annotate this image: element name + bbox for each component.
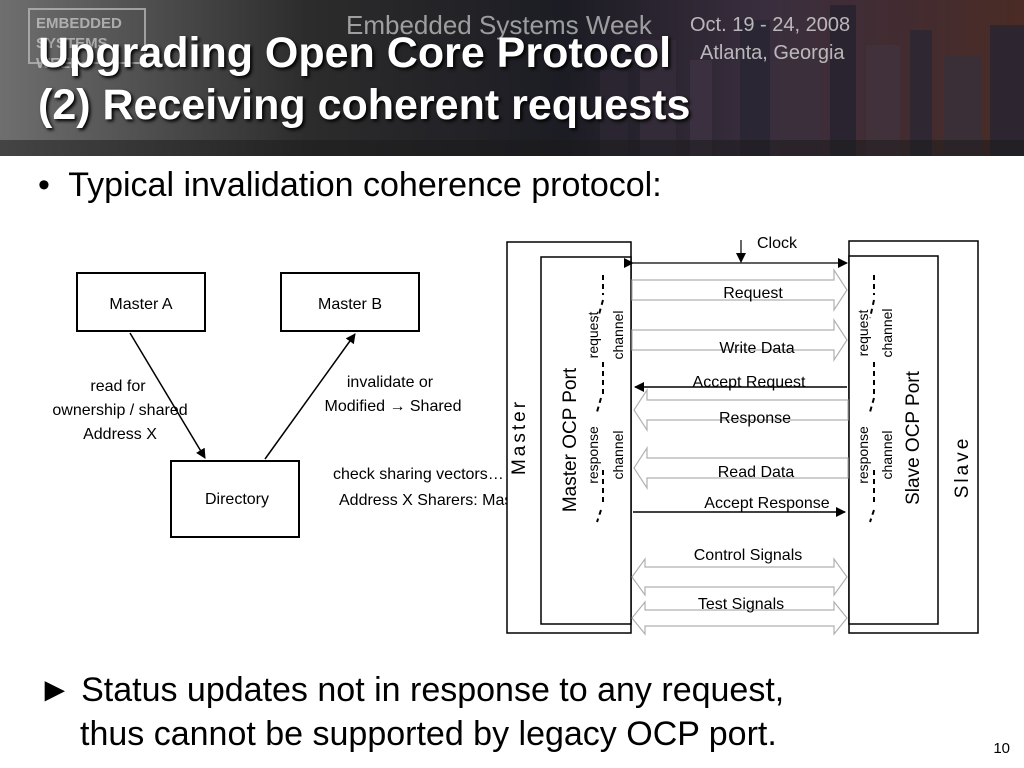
read-data-label: Read Data bbox=[718, 464, 795, 481]
city-skyline-image bbox=[0, 5, 1024, 156]
test-signals-label: Test Signals bbox=[698, 596, 784, 613]
accept-response-label: Accept Response bbox=[704, 495, 830, 512]
master-a-box bbox=[76, 272, 206, 332]
check-sharing-label: check sharing vectors… bbox=[333, 466, 504, 483]
bullet-point: • Typical invalidation coherence protoco… bbox=[38, 166, 662, 204]
directory-label: Directory bbox=[205, 491, 269, 508]
invalidate-label-line1: invalidate or bbox=[347, 374, 434, 391]
write-data-arrow bbox=[631, 317, 848, 363]
header-banner: EMBEDDED SYSTEMS WEEK Embedded Systems W… bbox=[0, 0, 1024, 156]
sharers-label: Address X Sharers: Master B bbox=[339, 492, 546, 509]
slide-title-line2: (2) Receiving coherent requests bbox=[38, 81, 691, 129]
response-label: Response bbox=[719, 410, 791, 427]
response-arrow bbox=[633, 387, 849, 433]
request-label: Request bbox=[723, 285, 783, 302]
conclusion-text: ► Status updates not in response to any … bbox=[38, 668, 784, 756]
master-b-box bbox=[280, 272, 420, 332]
master-ocp-port-box bbox=[540, 256, 632, 625]
slave-response-channel-label2: channel bbox=[879, 430, 895, 479]
control-signals-arrow bbox=[631, 557, 848, 597]
read-label-line2: ownership / shared bbox=[52, 402, 187, 419]
test-signals-arrow bbox=[631, 600, 848, 636]
read-request-arrow bbox=[129, 332, 206, 459]
clock-label: Clock bbox=[757, 235, 798, 252]
page-number: 10 bbox=[993, 740, 1010, 757]
control-signals-label: Control Signals bbox=[694, 547, 803, 564]
master-a-label: Master A bbox=[109, 296, 172, 313]
directory-box bbox=[170, 460, 300, 538]
read-label-line3: Address X bbox=[83, 426, 157, 443]
read-label-line1: read for bbox=[90, 378, 146, 395]
invalidate-arrow bbox=[264, 333, 356, 460]
master-request-channel-label2: channel bbox=[610, 310, 626, 359]
master-response-channel-label2: channel bbox=[610, 430, 626, 479]
event-place: Atlanta, Georgia bbox=[700, 42, 845, 64]
event-name: Embedded Systems Week bbox=[346, 10, 652, 40]
embedded-systems-week-logo: EMBEDDED SYSTEMS WEEK bbox=[28, 8, 146, 72]
master-outer-label: Master bbox=[509, 399, 530, 475]
conclusion-line1: ► Status updates not in response to any … bbox=[38, 671, 785, 709]
bullet-text: Typical invalidation coherence protocol: bbox=[68, 166, 662, 204]
request-arrow bbox=[631, 267, 848, 313]
slave-outer-label: Slave bbox=[952, 436, 973, 499]
channel-brackets bbox=[596, 275, 875, 523]
slave-port-label: Slave OCP Port bbox=[903, 370, 924, 504]
slave-request-channel-label2: channel bbox=[879, 308, 895, 357]
invalidate-label-line2: Modified → Shared bbox=[325, 398, 462, 415]
master-request-channel-label1: request bbox=[585, 312, 601, 359]
read-data-arrow bbox=[633, 445, 849, 491]
slave-request-channel-label1: request bbox=[855, 310, 871, 357]
master-response-channel-label1: response bbox=[585, 426, 601, 484]
master-port-label: Master OCP Port bbox=[560, 367, 581, 512]
accept-request-label: Accept Request bbox=[693, 374, 807, 391]
slave-ocp-port-box bbox=[848, 255, 939, 625]
master-b-label: Master B bbox=[318, 296, 382, 313]
event-dates: Oct. 19 - 24, 2008 bbox=[690, 14, 851, 36]
slide-title-line1: Upgrading Open Core Protocol bbox=[38, 29, 672, 77]
conclusion-line2: thus cannot be supported by legacy OCP p… bbox=[80, 715, 777, 753]
slave-response-channel-label1: response bbox=[855, 426, 871, 484]
write-data-label: Write Data bbox=[719, 340, 794, 357]
